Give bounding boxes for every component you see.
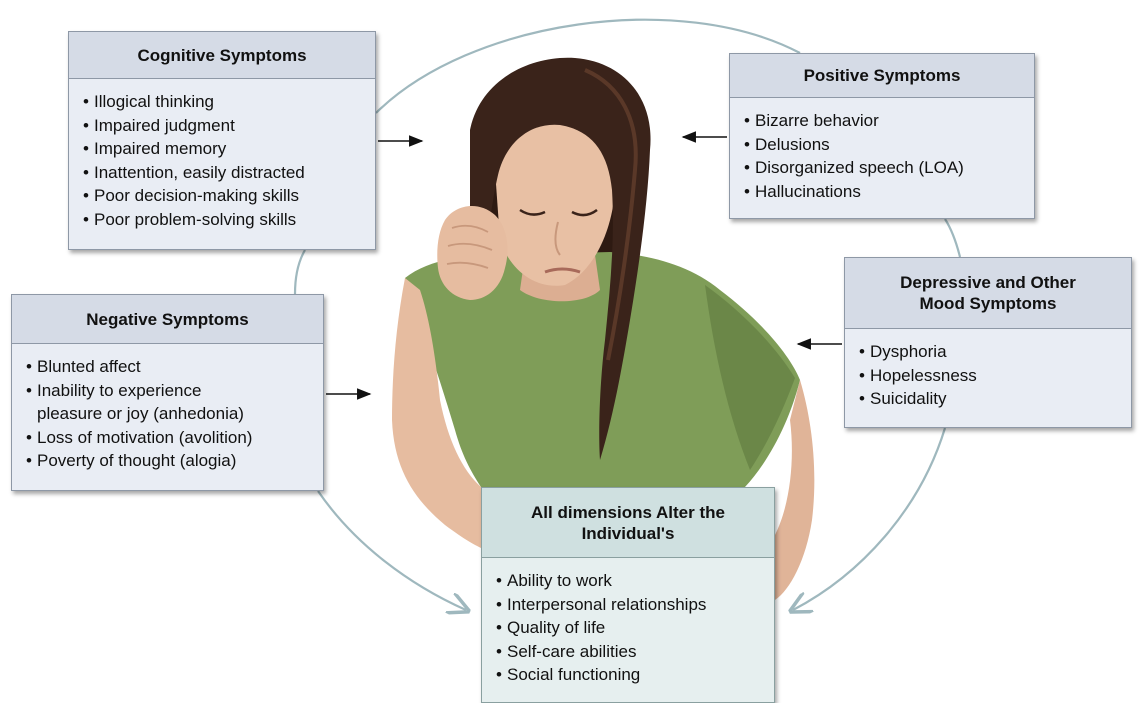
list-item: Interpersonal relationships xyxy=(496,593,774,617)
cycle-arc-cognitive-negative xyxy=(295,250,305,294)
negative-symptoms-box: Negative Symptoms Blunted affect Inabili… xyxy=(11,294,324,491)
cognitive-symptoms-title: Cognitive Symptoms xyxy=(69,32,375,79)
list-item: Quality of life xyxy=(496,616,774,640)
list-item: Poor problem-solving skills xyxy=(83,208,375,232)
list-item-line: pleasure or joy (anhedonia) xyxy=(37,402,323,426)
list-item: Disorganized speech (LOA) xyxy=(744,156,1034,180)
list-item: Self-care abilities xyxy=(496,640,774,664)
list-item: Hopelessness xyxy=(859,364,1131,388)
depressive-mood-symptoms-list: Dysphoria Hopelessness Suicidality xyxy=(845,329,1131,411)
list-item-line: Inability to experience xyxy=(37,381,201,400)
list-item: Delusions xyxy=(744,133,1034,157)
list-item: Inattention, easily distracted xyxy=(83,161,375,185)
list-item: Illogical thinking xyxy=(83,90,375,114)
list-item: Poverty of thought (alogia) xyxy=(26,449,323,473)
title-line: All dimensions Alter the xyxy=(531,503,725,522)
list-item: Loss of motivation (avolition) xyxy=(26,426,323,450)
title-line: Depressive and Other xyxy=(900,273,1076,292)
list-item: Impaired judgment xyxy=(83,114,375,138)
list-item: Blunted affect xyxy=(26,355,323,379)
negative-symptoms-title: Negative Symptoms xyxy=(12,295,323,344)
all-dimensions-list: Ability to work Interpersonal relationsh… xyxy=(482,558,774,687)
list-item: Poor decision-making skills xyxy=(83,184,375,208)
cycle-arc-depressive-outcome xyxy=(793,428,945,610)
positive-symptoms-box: Positive Symptoms Bizarre behavior Delus… xyxy=(729,53,1035,219)
cycle-arc-positive-depressive xyxy=(945,219,960,257)
hand xyxy=(437,206,507,300)
list-item: Hallucinations xyxy=(744,180,1034,204)
negative-symptoms-list: Blunted affect Inability to experience pl… xyxy=(12,344,323,473)
positive-symptoms-title: Positive Symptoms xyxy=(730,54,1034,98)
list-item: Dysphoria xyxy=(859,340,1131,364)
list-item: Suicidality xyxy=(859,387,1131,411)
list-item: Inability to experience pleasure or joy (… xyxy=(26,379,323,426)
cognitive-symptoms-box: Cognitive Symptoms Illogical thinking Im… xyxy=(68,31,376,250)
list-item: Impaired memory xyxy=(83,137,375,161)
title-line: Mood Symptoms xyxy=(920,294,1057,313)
cognitive-symptoms-list: Illogical thinking Impaired judgment Imp… xyxy=(69,79,375,231)
list-item: Bizarre behavior xyxy=(744,109,1034,133)
list-item: Social functioning xyxy=(496,663,774,687)
title-line: Individual's xyxy=(582,524,675,543)
positive-symptoms-list: Bizarre behavior Delusions Disorganized … xyxy=(730,98,1034,203)
list-item: Ability to work xyxy=(496,569,774,593)
